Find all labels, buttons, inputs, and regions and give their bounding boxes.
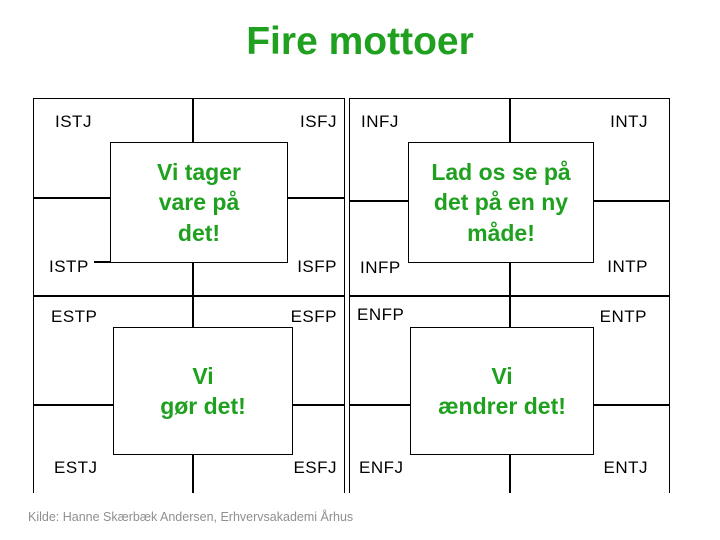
slide-title: Fire mottoer bbox=[246, 20, 474, 63]
motto-line: det! bbox=[177, 219, 221, 246]
type-label-esfp: ESFP bbox=[290, 307, 337, 326]
type-label-entp: ENTP bbox=[599, 307, 647, 326]
type-label-enfj: ENFJ bbox=[359, 458, 404, 477]
motto-line: Vi bbox=[491, 362, 513, 389]
type-label-istp: ISTP bbox=[49, 257, 89, 276]
grid-line-right-middle-divider bbox=[350, 295, 669, 297]
motto-line: Lad os se på bbox=[431, 158, 571, 185]
source-footer: Kilde: Hanne Skærbæk Andersen, Erhvervsa… bbox=[28, 510, 354, 524]
type-label-intj: INTJ bbox=[610, 112, 648, 131]
motto-box-change-it: Vi ændrer det! bbox=[410, 327, 594, 455]
type-label-estp: ESTP bbox=[51, 307, 98, 326]
grid-line-left-middle-divider bbox=[34, 295, 344, 297]
type-label-isfj: ISFJ bbox=[300, 112, 337, 131]
motto-line: gør det! bbox=[160, 393, 246, 419]
type-label-estj: ESTJ bbox=[54, 458, 98, 477]
type-label-infj: INFJ bbox=[361, 112, 399, 131]
motto-line: det på en ny bbox=[433, 189, 569, 216]
motto-line: Vi tager bbox=[157, 158, 241, 185]
motto-line: vare på bbox=[158, 189, 240, 216]
type-label-istj: ISTJ bbox=[55, 112, 92, 131]
motto-line: måde! bbox=[467, 219, 535, 246]
connector-tick bbox=[94, 261, 112, 263]
type-label-entj: ENTJ bbox=[603, 458, 648, 477]
type-label-infp: INFP bbox=[360, 258, 401, 277]
motto-line: Vi bbox=[192, 362, 214, 389]
type-label-esfj: ESFJ bbox=[293, 458, 337, 477]
type-label-isfp: ISFP bbox=[297, 257, 337, 276]
type-label-enfp: ENFP bbox=[357, 305, 405, 324]
motto-line: ændrer det! bbox=[438, 393, 566, 419]
motto-box-take-care: Vi tager vare på det! bbox=[110, 142, 288, 263]
type-label-intp: INTP bbox=[607, 257, 648, 276]
motto-box-new-way: Lad os se på det på en ny måde! bbox=[408, 142, 594, 263]
motto-box-do-it: Vi gør det! bbox=[113, 327, 293, 455]
